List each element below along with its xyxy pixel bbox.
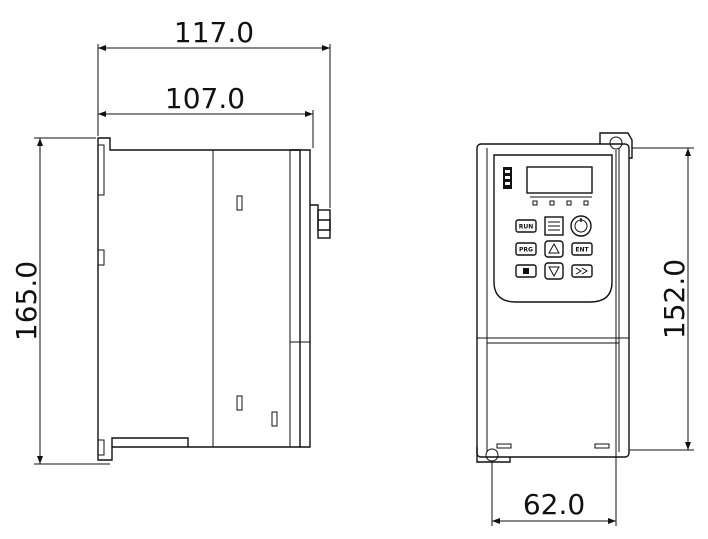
shift-button[interactable]	[571, 264, 593, 278]
led-indicator	[566, 200, 572, 206]
speed-knob[interactable]	[570, 215, 592, 237]
prg-label: PRG	[519, 247, 533, 254]
front-view: RUN PRG ENT	[476, 132, 633, 463]
label-front-width: 62.0	[523, 488, 585, 521]
stop-icon	[523, 268, 529, 274]
run-label: RUN	[519, 224, 534, 231]
down-button[interactable]	[544, 262, 564, 280]
label-front-height: 152.0	[658, 259, 691, 339]
potentiometer-icon	[544, 216, 564, 236]
display-window	[526, 166, 593, 194]
led-indicator	[583, 200, 589, 206]
dim-body-depth: 107.0	[98, 82, 314, 148]
label-overall-depth: 117.0	[174, 16, 254, 49]
dim-front-width: 62.0	[491, 150, 617, 526]
brand-logo	[503, 167, 512, 189]
dim-front-height: 152.0	[629, 147, 694, 451]
prg-button[interactable]	[515, 242, 537, 256]
run-button[interactable]	[515, 219, 537, 233]
keypad-panel	[493, 154, 613, 303]
ent-button[interactable]	[571, 242, 593, 256]
ent-label: ENT	[575, 247, 589, 254]
led-indicator	[549, 200, 555, 206]
side-view	[97, 137, 331, 461]
dim-overall-depth: 117.0	[97, 16, 331, 208]
label-body-depth: 107.0	[165, 82, 245, 115]
stop-button[interactable]	[515, 264, 537, 278]
up-button[interactable]	[544, 240, 564, 258]
down-arrow-icon	[548, 266, 560, 278]
dim-side-height: 165.0	[10, 137, 110, 465]
up-arrow-icon	[548, 242, 560, 254]
label-side-height: 165.0	[10, 261, 43, 341]
double-chevron-icon	[575, 267, 588, 275]
led-indicator	[532, 200, 538, 206]
